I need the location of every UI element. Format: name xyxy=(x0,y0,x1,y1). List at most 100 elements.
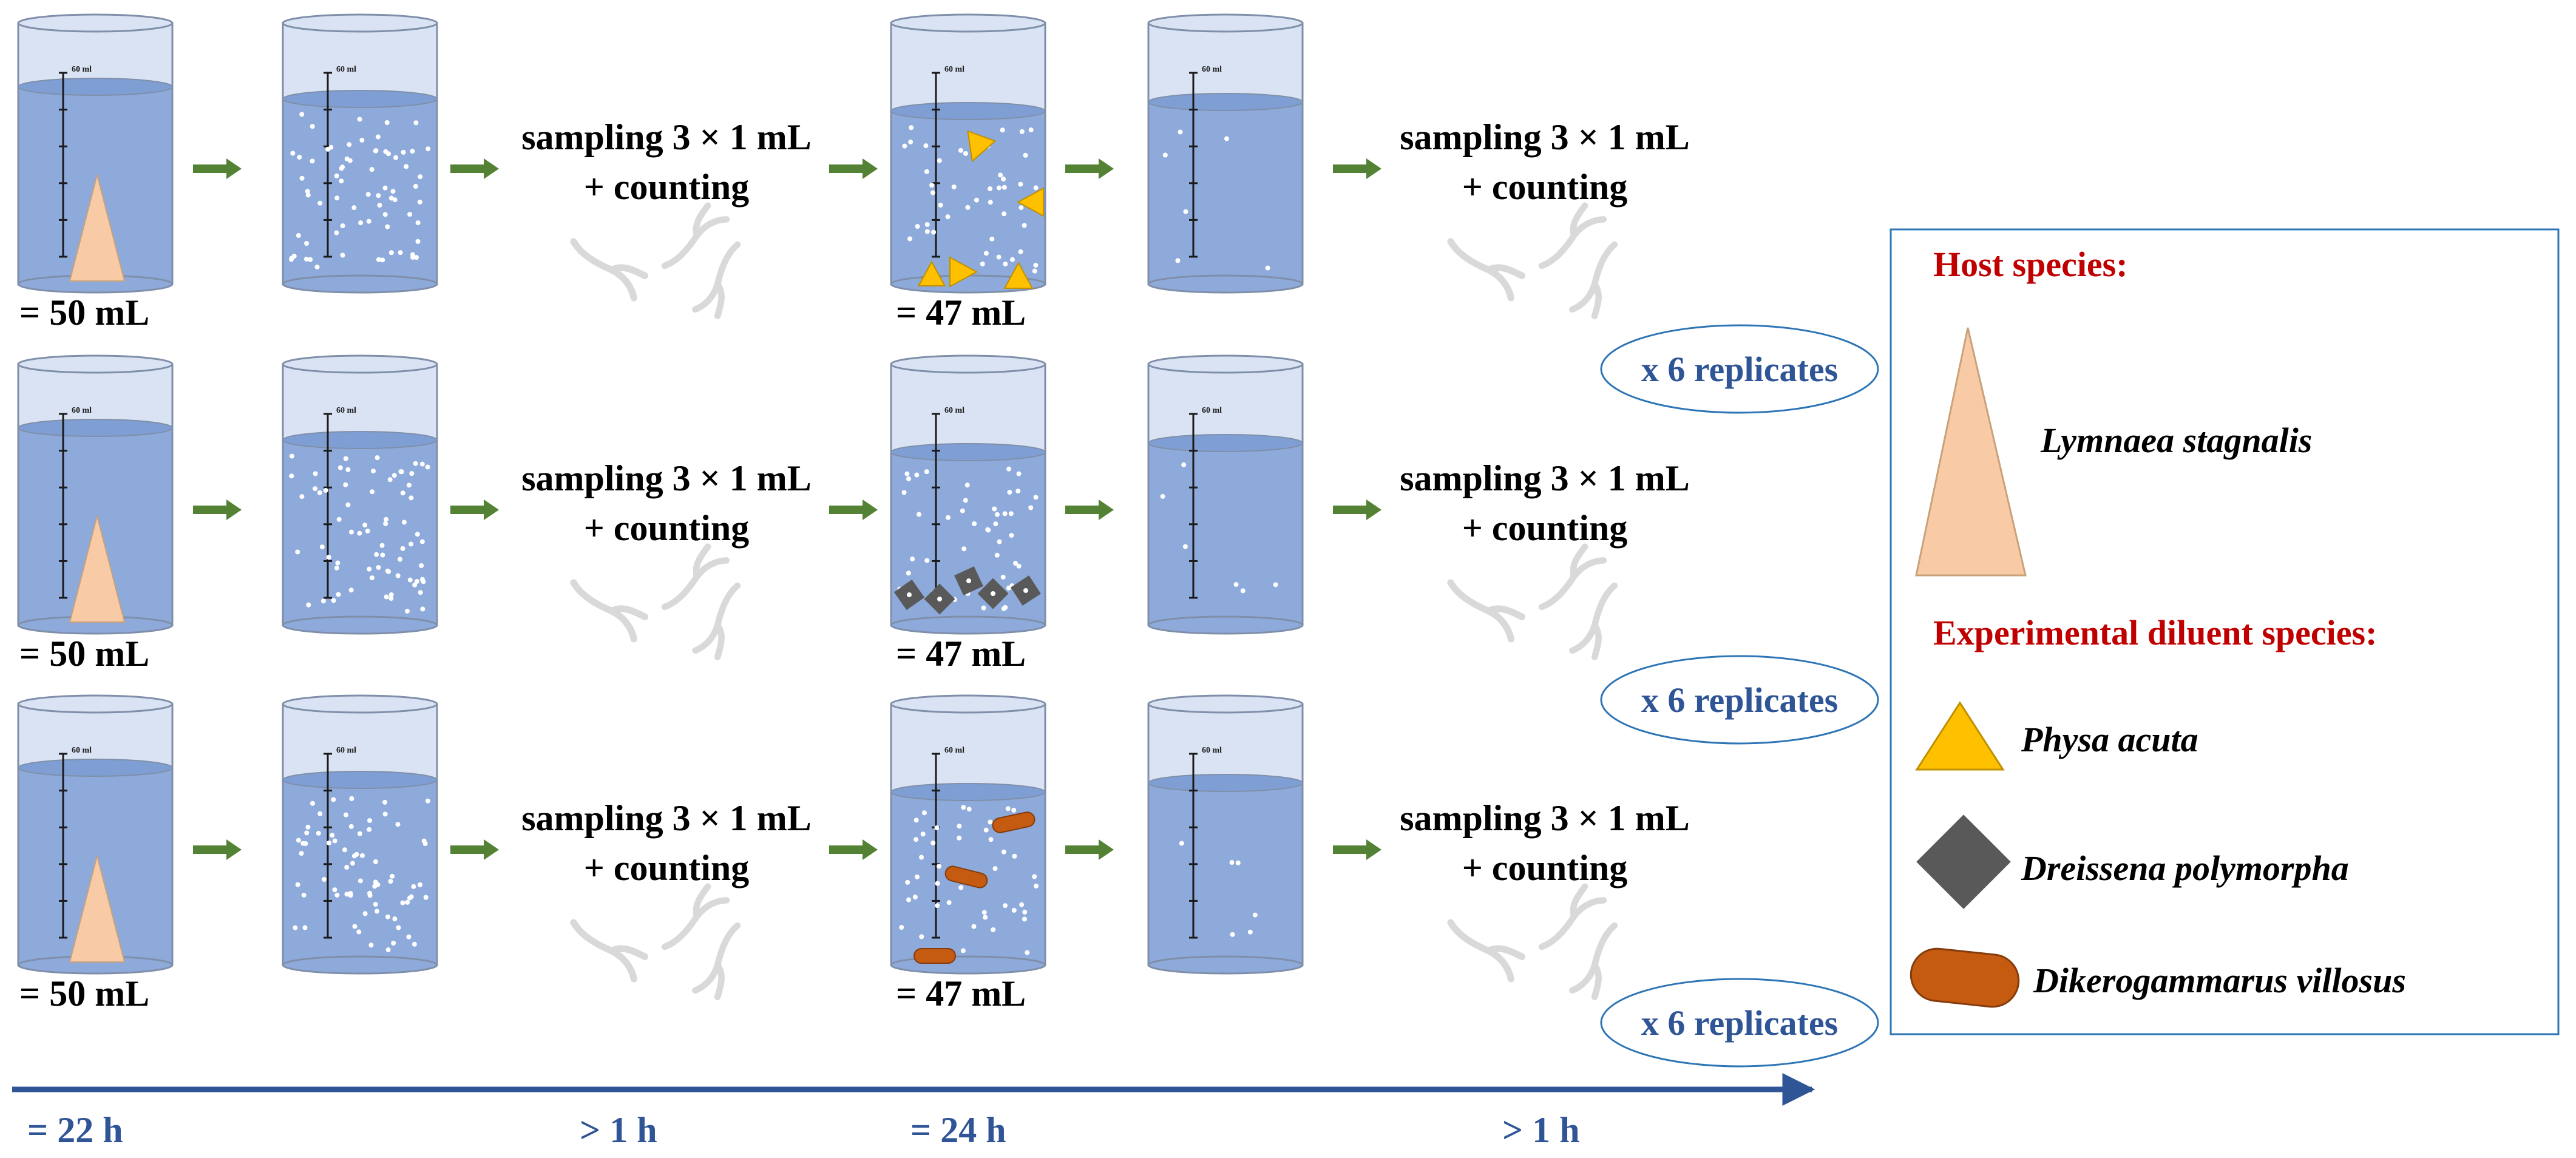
dikerogammarus-villosus-icon xyxy=(913,948,956,964)
lymnaea-stagnalis-icon xyxy=(1915,327,2027,577)
cercaria-particle xyxy=(387,477,393,482)
cercaria-particle xyxy=(373,901,378,907)
scale-label: 60 ml xyxy=(72,65,92,74)
cercaria-particle xyxy=(358,878,363,884)
cercaria-particle xyxy=(935,881,940,886)
cercaria-particle xyxy=(1179,841,1184,846)
cercaria-particle xyxy=(382,811,388,817)
cercaria-particle xyxy=(906,476,911,481)
cercaria-particle xyxy=(293,925,298,930)
cercaria-particle xyxy=(334,565,339,571)
cercaria-particle xyxy=(304,830,310,836)
replicates-label: x 6 replicates xyxy=(1641,1003,1838,1043)
cercaria-particle xyxy=(907,236,913,242)
cercaria-particle xyxy=(1011,807,1017,813)
cercaria-icon xyxy=(692,922,741,1000)
physa-acuta-icon xyxy=(917,260,946,286)
cercaria-particle xyxy=(374,552,379,557)
cercaria-particle xyxy=(1000,127,1005,133)
cercaria-particle xyxy=(419,461,425,467)
cercaria-particle xyxy=(376,193,381,198)
cercaria-particle xyxy=(931,229,937,235)
cercaria-particle xyxy=(319,544,325,550)
initial-volume-label: = 50 mL xyxy=(19,634,149,674)
cercaria-icon xyxy=(570,919,649,983)
cercaria-particle xyxy=(348,824,354,829)
cercaria-particle xyxy=(395,573,401,578)
cercaria-particle xyxy=(359,853,365,858)
cercaria-particle xyxy=(985,527,991,532)
cercaria-particle xyxy=(1009,533,1014,538)
replicates-label: x 6 replicates xyxy=(1641,350,1838,389)
cercaria-particle xyxy=(297,155,302,160)
cercaria-particle xyxy=(299,112,305,117)
cercaria-particle xyxy=(373,148,379,154)
cercaria-particle xyxy=(971,924,977,929)
cercaria-particle xyxy=(1183,209,1188,214)
counting-label: + counting xyxy=(584,848,750,888)
cercaria-particle xyxy=(1224,136,1229,141)
cercaria-particle xyxy=(960,948,966,953)
cercaria-particle xyxy=(317,490,322,495)
cercaria-particle xyxy=(393,155,399,160)
cercaria-particle xyxy=(395,822,401,827)
cercariae-group xyxy=(570,202,741,319)
cercaria-particle xyxy=(369,167,375,172)
cercaria-particle xyxy=(916,512,921,517)
beaker-host-exposure: 60 ml xyxy=(17,354,174,635)
legend-frame xyxy=(1890,228,2560,1035)
cercaria-particle xyxy=(302,925,308,930)
cercaria-particle xyxy=(1265,265,1270,271)
cercaria-particle xyxy=(1028,505,1034,510)
cercaria-particle xyxy=(343,456,348,461)
beaker-remaining-cercariae: 60 ml xyxy=(1147,694,1304,975)
cercaria-particle xyxy=(996,185,1002,191)
cercaria-particle xyxy=(920,831,926,837)
cercaria-particle xyxy=(914,472,920,478)
cercaria-particle xyxy=(356,929,362,935)
cercaria-particle xyxy=(335,560,341,566)
cercaria-particle xyxy=(383,149,388,154)
cercaria-particle xyxy=(1182,544,1188,549)
cercaria-particle xyxy=(385,568,390,574)
cercaria-particle xyxy=(377,203,382,208)
cercaria-particle xyxy=(326,555,331,560)
cercaria-particle xyxy=(305,824,311,830)
sampling-label: sampling 3 × 1 mL xyxy=(1400,458,1690,498)
dreissena-polymorpha-icon xyxy=(893,579,925,611)
cercaria-particle xyxy=(1008,511,1014,516)
cercaria-particle xyxy=(930,190,935,195)
physa-acuta-icon xyxy=(1915,701,2005,771)
process-arrow xyxy=(1065,839,1114,860)
cercaria-particle xyxy=(1178,129,1183,135)
cercaria-particle xyxy=(1022,909,1028,915)
cercaria-particle xyxy=(382,799,388,805)
cercaria-particle xyxy=(359,138,365,143)
cercaria-particle xyxy=(924,169,929,174)
cercaria-particle xyxy=(358,220,364,226)
cercaria-particle xyxy=(343,482,348,487)
cercaria-particle xyxy=(367,566,372,572)
cercaria-particle xyxy=(380,552,385,558)
cercaria-particle xyxy=(998,172,1003,178)
legend: Host species:Lymnaea stagnalisExperiment… xyxy=(1890,228,2560,1035)
cercaria-particle xyxy=(388,879,393,884)
cercaria-icon xyxy=(1447,579,1526,643)
cercaria-particle xyxy=(989,236,995,242)
timeline: = 22 h> 1 h= 24 h> 1 h xyxy=(12,1073,1815,1150)
cercaria-particle xyxy=(385,224,390,229)
beaker-diluent-exposure: 60 ml xyxy=(890,13,1046,294)
cercaria-particle xyxy=(946,515,951,520)
cercaria-particle xyxy=(406,934,412,940)
cercaria-particle xyxy=(960,508,965,513)
cercaria-icon xyxy=(661,202,730,269)
cercaria-particle xyxy=(407,577,413,583)
scale-label: 60 ml xyxy=(336,746,356,755)
cercaria-particle xyxy=(1022,223,1027,228)
cercaria-particle xyxy=(339,178,344,184)
water xyxy=(1147,101,1304,285)
cercaria-particle xyxy=(303,256,309,262)
cercaria-particle xyxy=(921,810,927,816)
